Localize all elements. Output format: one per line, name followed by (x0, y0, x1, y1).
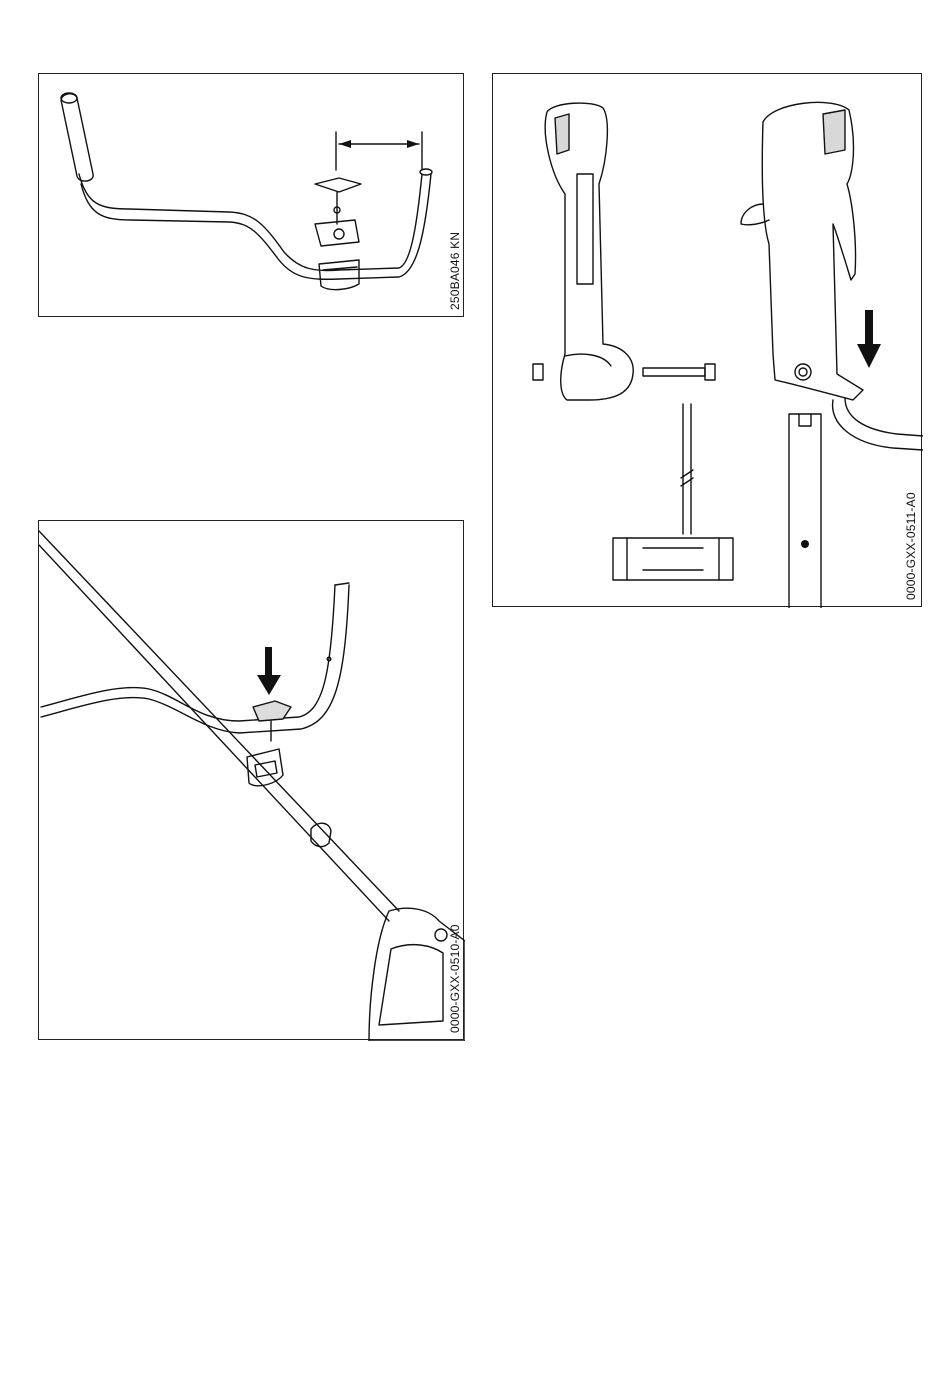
cable-clip-icon (311, 823, 331, 846)
down-arrow-icon (257, 647, 281, 695)
combination-wrench-icon (613, 538, 733, 580)
clamp-screw-icon (315, 178, 361, 192)
figure-handlebar-clamp: 250BA046 KN (38, 73, 464, 317)
handlebar-icon (41, 585, 335, 721)
flat-tool-icon (789, 414, 821, 608)
figure-handlebar-mounting: 0000-GXX-0510-A0 (38, 520, 464, 1040)
handlebar-grip-icon (61, 94, 93, 181)
figure-code: 250BA046 KN (448, 232, 462, 310)
control-handle-right-icon (762, 102, 863, 400)
nut-icon (533, 364, 543, 380)
figure-code: 0000-GXX-0510-A0 (448, 924, 462, 1033)
figure-code: 0000-GXX-0511-A0 (904, 492, 918, 600)
hex-bolt-icon (643, 368, 705, 376)
handlebar-mounting-illustration (39, 521, 465, 1041)
figure-control-handle-parts: 0000-GXX-0511-A0 (492, 73, 922, 607)
handlebar-clamp-illustration (39, 74, 465, 318)
handlebar-icon (79, 174, 422, 271)
control-handle-illustration (493, 74, 923, 608)
down-arrow-icon (857, 310, 881, 368)
drive-tube-icon (39, 531, 399, 911)
